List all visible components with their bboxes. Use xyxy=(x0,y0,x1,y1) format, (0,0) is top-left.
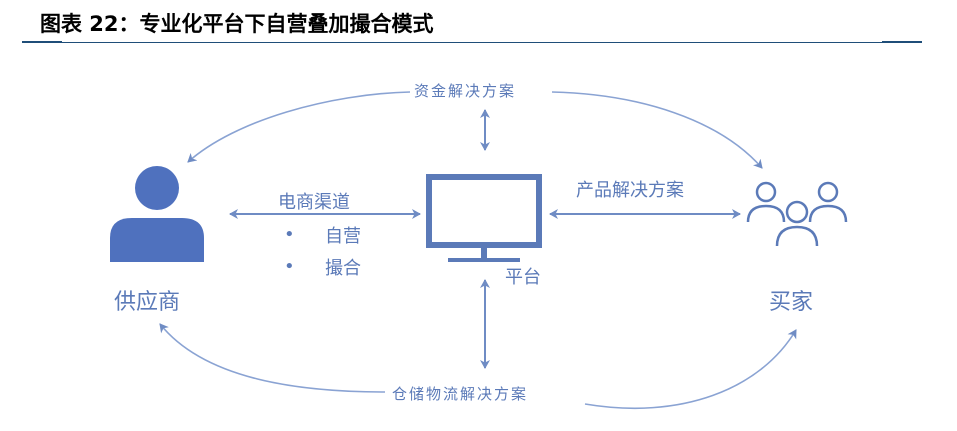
logistics-arc-right xyxy=(584,329,797,410)
channel-bullet-2: • xyxy=(284,256,295,277)
title-rule-thin xyxy=(62,42,882,43)
finance-solutions-label: 资金解决方案 xyxy=(414,80,517,101)
title-bar: 图表 22：专业化平台下自营叠加撮合模式 xyxy=(22,0,922,44)
finance-arc xyxy=(187,91,411,163)
buyer-label: 买家 xyxy=(769,290,814,315)
supplier-person-icon xyxy=(110,166,204,262)
ecommerce-channel-label: 电商渠道 xyxy=(278,192,350,213)
channel-item-matchmaking: 撮合 xyxy=(325,258,361,279)
platform-label: 平台 xyxy=(505,267,541,288)
page-title: 图表 22：专业化平台下自营叠加撮合模式 xyxy=(40,12,434,36)
supplier-label: 供应商 xyxy=(114,290,181,315)
buyers-group-icon xyxy=(746,181,848,247)
finance-arc-right xyxy=(551,91,763,169)
platform-monitor-icon xyxy=(426,174,542,262)
channel-item-self-operated: 自营 xyxy=(325,226,361,247)
channel-bullet-1: • xyxy=(284,224,295,245)
logistics-solutions-label: 仓储物流解决方案 xyxy=(392,383,529,404)
logistics-arc-left xyxy=(159,323,386,393)
product-solutions-label: 产品解决方案 xyxy=(576,180,684,201)
